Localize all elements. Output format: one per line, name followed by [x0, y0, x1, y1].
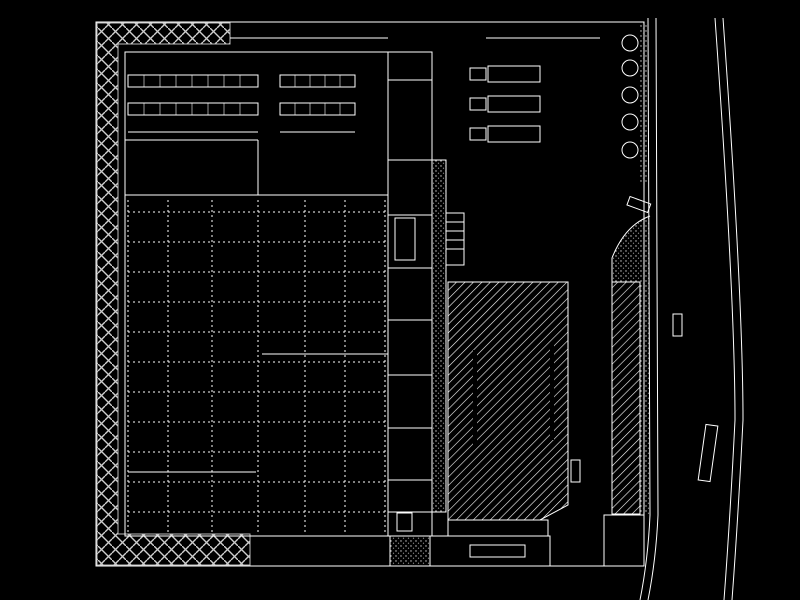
trucks	[469, 65, 541, 143]
service-rooms	[387, 51, 433, 537]
stair	[445, 212, 465, 266]
gravel-strip	[432, 160, 446, 512]
column-grid	[127, 200, 386, 532]
racking-blocks	[127, 74, 356, 133]
trees	[621, 34, 639, 159]
right-strip-hatch	[612, 282, 640, 514]
loading-yard-hatch	[448, 282, 568, 520]
bottom-structures	[250, 514, 645, 567]
road-lines	[639, 17, 744, 600]
rack-divisions	[143, 75, 341, 115]
cars	[570, 195, 719, 483]
paving-herringbone	[97, 23, 250, 565]
warehouse-outline	[124, 51, 389, 537]
landscape-gravel	[612, 216, 650, 515]
